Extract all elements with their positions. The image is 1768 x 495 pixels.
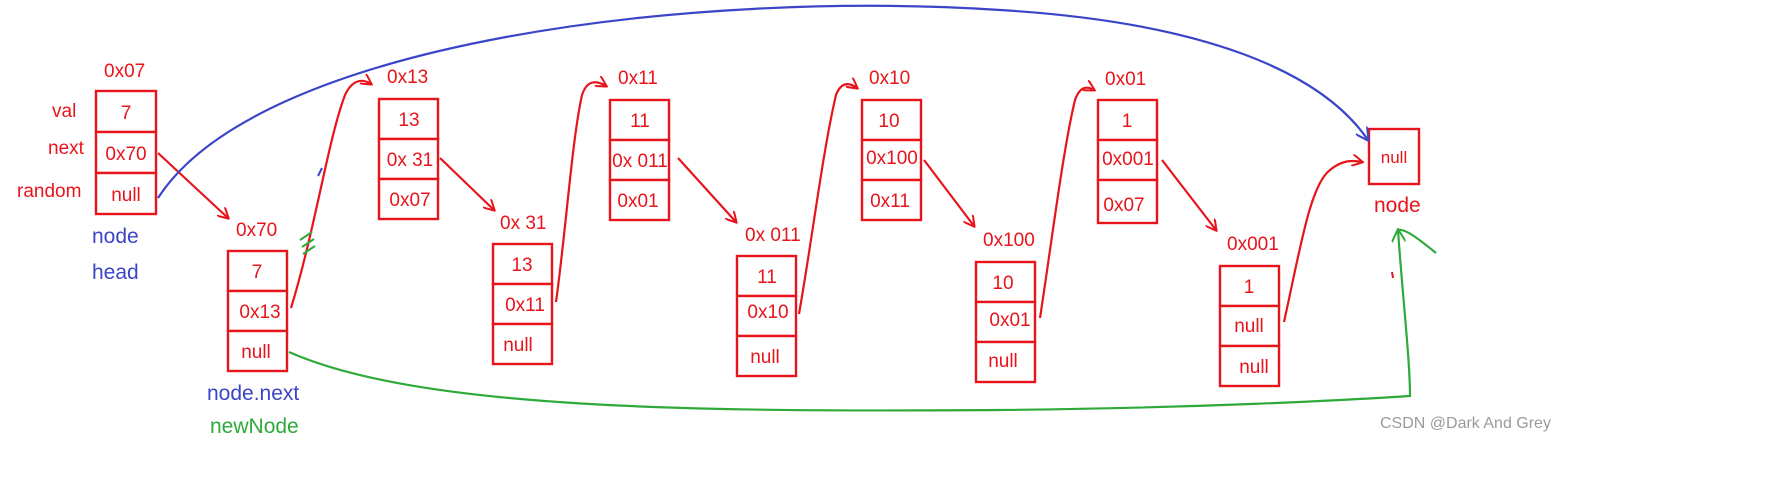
node-cell-next (735, 294, 798, 338)
field-label-val: val (52, 101, 76, 122)
node-cell-next (974, 300, 1037, 344)
node-cell-random (226, 329, 289, 373)
arrow-next-0x11-to-0x011 (677, 157, 736, 222)
node-cell-val-text: 11 (630, 111, 650, 132)
node-address: 0x10 (869, 68, 910, 89)
node-cell-random-text: null (503, 335, 533, 356)
label-node: node (92, 225, 139, 248)
mark-red-dot (1391, 271, 1394, 279)
node-address: 0x11 (618, 68, 658, 89)
node-address: 0x100 (983, 230, 1035, 251)
node-cell-null (1367, 127, 1421, 186)
node-null-tail: null (1367, 127, 1421, 186)
arrow-next-0x13-to-0x31 (439, 157, 494, 210)
node-cell-val-text: 10 (992, 273, 1013, 294)
arrow-newnode-to-tail (288, 230, 1412, 412)
node-cell-next-text: 0x 011 (612, 151, 668, 172)
node-0x11: 0x11 11 0x 011 0x01 (608, 68, 671, 222)
node-cell-random-text: null (1239, 357, 1269, 378)
label-tail-node: node (1374, 194, 1421, 217)
node-cell-null-text: null (1381, 148, 1407, 167)
node-cell-random (860, 178, 923, 222)
node-cell-next-text: 0x13 (239, 302, 280, 323)
node-cell-next-text: 0x70 (105, 144, 146, 165)
node-address: 0x13 (387, 67, 428, 88)
node-cell-val (860, 98, 923, 142)
arrow-next-0x100-to-0x01 (1038, 88, 1094, 319)
node-address: 0x01 (1105, 69, 1146, 90)
arrow-next-0x001-to-null (1282, 161, 1362, 323)
node-0x100: 0x100 10 0x01 null (974, 230, 1037, 384)
node-address: 0x70 (236, 220, 277, 241)
node-cell-next-text: 0x11 (505, 295, 545, 316)
arrow-next-0x10-to-0x100 (923, 159, 974, 226)
node-cell-val-text: 1 (1244, 277, 1255, 298)
node-cell-val-text: 10 (878, 111, 899, 132)
node-0x10: 0x10 10 0x100 0x11 (860, 68, 923, 222)
node-cell-val-text: 11 (757, 267, 777, 288)
field-label-random: random (17, 181, 81, 202)
node-cell-next-text: 0x01 (989, 310, 1030, 331)
node-cell-random-text: 0x07 (389, 190, 430, 211)
node-address: 0x 31 (500, 213, 546, 234)
node-cell-next-text: 0x10 (747, 302, 788, 323)
node-cell-random (735, 334, 798, 378)
node-cell-val-text: 7 (252, 262, 263, 283)
mark-green-ticks (299, 231, 316, 255)
arrow-next-0x07-to-0x70 (157, 152, 228, 218)
node-cell-next-text: null (1234, 316, 1264, 337)
arrow-next-0x31-to-0x11 (554, 82, 606, 303)
node-cell-random (1218, 344, 1281, 388)
node-cell-random-text: null (988, 351, 1018, 372)
node-0x01: 0x01 1 0x001 0x07 (1096, 69, 1159, 225)
node-cell-next-text: 0x100 (866, 148, 918, 169)
node-cell-random (1096, 178, 1159, 225)
node-cell-next (860, 138, 923, 182)
node-cell-val-text: 13 (398, 110, 419, 131)
node-0x70: 0x70 7 0x13 null (226, 220, 289, 373)
node-cell-val (226, 249, 289, 293)
arrow-next-0x01-to-0x001 (1161, 159, 1216, 230)
node-cell-random-text: null (111, 185, 141, 206)
node-cell-random (94, 171, 158, 216)
node-0x13: 0x13 13 0x 31 0x07 (377, 67, 440, 221)
node-cell-random-text: 0x07 (1103, 195, 1144, 216)
node-cell-next (1218, 304, 1281, 348)
node-0x001: 0x001 1 null null (1218, 234, 1281, 388)
field-label-next: next (48, 138, 85, 159)
node-cell-random-text: 0x01 (617, 191, 658, 212)
node-0x011: 0x 011 11 0x10 null (735, 225, 801, 378)
node-cell-random (377, 177, 440, 221)
node-0x31: 0x 31 13 0x11 null (491, 213, 554, 366)
arrow-next-0x70-to-0x13 (289, 81, 371, 309)
arrow-next-0x011-to-0x10 (797, 84, 857, 315)
node-0x07: 0x07 7 0x70 null (94, 61, 158, 216)
label-head: head (92, 261, 139, 284)
node-cell-val (735, 254, 798, 298)
watermark-text: CSDN @Dark And Grey (1380, 415, 1551, 432)
node-address: 0x 011 (745, 225, 801, 246)
node-cell-next-text: 0x 31 (387, 150, 433, 171)
arrow-green-hook (1397, 228, 1437, 254)
node-cell-val-text: 7 (121, 103, 132, 124)
mark-blue-tick (317, 167, 323, 177)
node-cell-next-text: 0x001 (1102, 149, 1154, 170)
node-cell-next (377, 137, 440, 181)
node-cell-random (974, 340, 1037, 384)
node-cell-random (491, 322, 554, 366)
node-address: 0x07 (104, 61, 145, 82)
label-new-node: newNode (210, 415, 299, 438)
label-node-next: node.next (207, 382, 299, 405)
node-cell-val-text: 13 (511, 255, 532, 276)
node-cell-random-text: null (241, 342, 271, 363)
node-cell-val (974, 260, 1037, 304)
node-cell-val (491, 242, 554, 286)
node-address: 0x001 (1227, 234, 1279, 255)
node-cell-random-text: 0x11 (870, 191, 910, 212)
node-cell-random (608, 178, 671, 222)
node-cell-random-text: null (750, 347, 780, 368)
arrow-head-to-null (157, 4, 1368, 199)
node-cell-val-text: 1 (1122, 111, 1133, 132)
